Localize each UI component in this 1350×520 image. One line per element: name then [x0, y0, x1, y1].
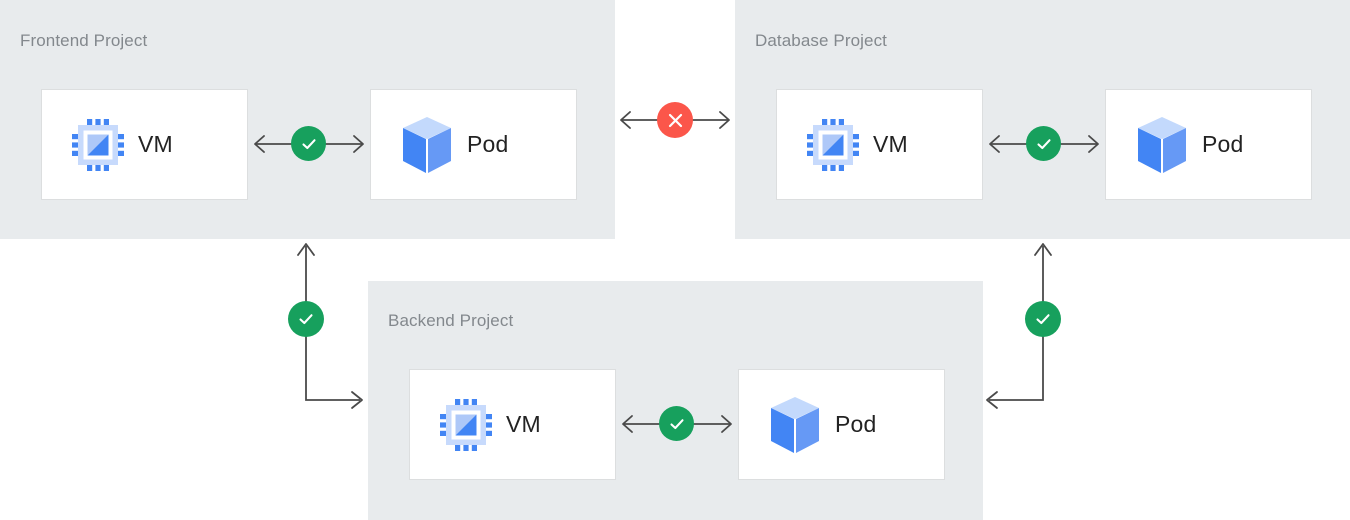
panel-database-title: Database Project	[755, 31, 888, 50]
card-database-pod-label: Pod	[1202, 131, 1244, 157]
vm-chip-icon	[440, 398, 492, 451]
link-backend-database	[986, 236, 1076, 412]
pod-cube-icon	[1136, 116, 1188, 173]
vm-chip-icon	[807, 118, 859, 171]
panel-backend-title: Backend Project	[388, 311, 514, 330]
card-backend-pod[interactable]: Pod	[738, 369, 945, 480]
pod-cube-icon	[769, 396, 821, 453]
card-frontend-vm-label: VM	[138, 131, 173, 157]
vm-chip-icon	[72, 118, 124, 171]
card-backend-vm-label: VM	[506, 411, 541, 437]
check-circle-icon-backend-frontend[interactable]	[288, 301, 324, 337]
card-backend-pod-label: Pod	[835, 411, 877, 437]
link-backend-frontend	[288, 236, 378, 412]
card-frontend-pod[interactable]: Pod	[370, 89, 577, 200]
check-circle-icon-backend-database[interactable]	[1025, 301, 1061, 337]
check-circle-icon-frontend-internal[interactable]	[291, 126, 326, 161]
pod-cube-icon	[401, 116, 453, 173]
card-frontend-pod-label: Pod	[467, 131, 509, 157]
check-circle-icon-database-internal[interactable]	[1026, 126, 1061, 161]
x-circle-icon-frontend-database[interactable]	[657, 102, 693, 138]
card-database-vm-label: VM	[873, 131, 908, 157]
card-frontend-vm[interactable]: VM	[41, 89, 248, 200]
card-database-pod[interactable]: Pod	[1105, 89, 1312, 200]
check-circle-icon-backend-internal[interactable]	[659, 406, 694, 441]
panel-frontend-title: Frontend Project	[20, 31, 148, 50]
card-backend-vm[interactable]: VM	[409, 369, 616, 480]
card-database-vm[interactable]: VM	[776, 89, 983, 200]
